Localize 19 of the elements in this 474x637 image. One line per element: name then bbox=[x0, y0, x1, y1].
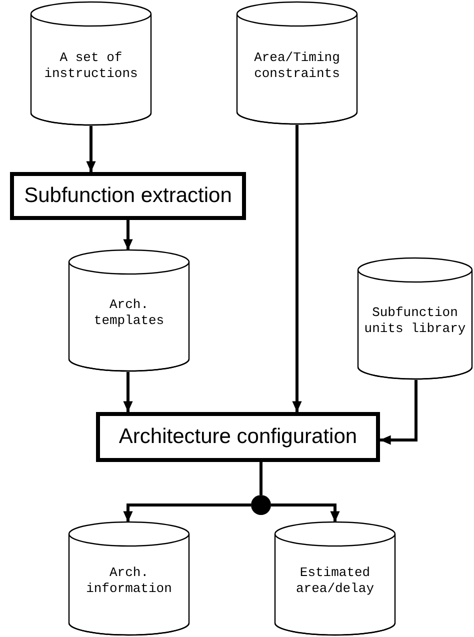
node-label: Subfunction extraction bbox=[24, 184, 232, 208]
process-box bbox=[96, 412, 380, 462]
arrow bbox=[123, 220, 133, 250]
node-label: Subfunction units library bbox=[363, 305, 467, 337]
arrow bbox=[292, 125, 302, 412]
node-label: Estimated area/delay bbox=[294, 565, 375, 597]
node-label: Arch. information bbox=[85, 565, 173, 597]
junction-dot bbox=[251, 495, 271, 515]
node-label: Area/Timing constraints bbox=[253, 50, 341, 82]
arrow bbox=[123, 372, 133, 412]
node-label: Architecture configuration bbox=[118, 425, 358, 449]
arrow bbox=[380, 380, 418, 445]
arrow bbox=[271, 504, 340, 522]
arrow bbox=[123, 504, 251, 522]
node-label: Arch. templates bbox=[92, 297, 166, 329]
node-label: A set of instructions bbox=[43, 50, 139, 82]
arrow bbox=[86, 126, 96, 172]
process-box bbox=[10, 172, 246, 220]
connector-line bbox=[260, 462, 262, 495]
